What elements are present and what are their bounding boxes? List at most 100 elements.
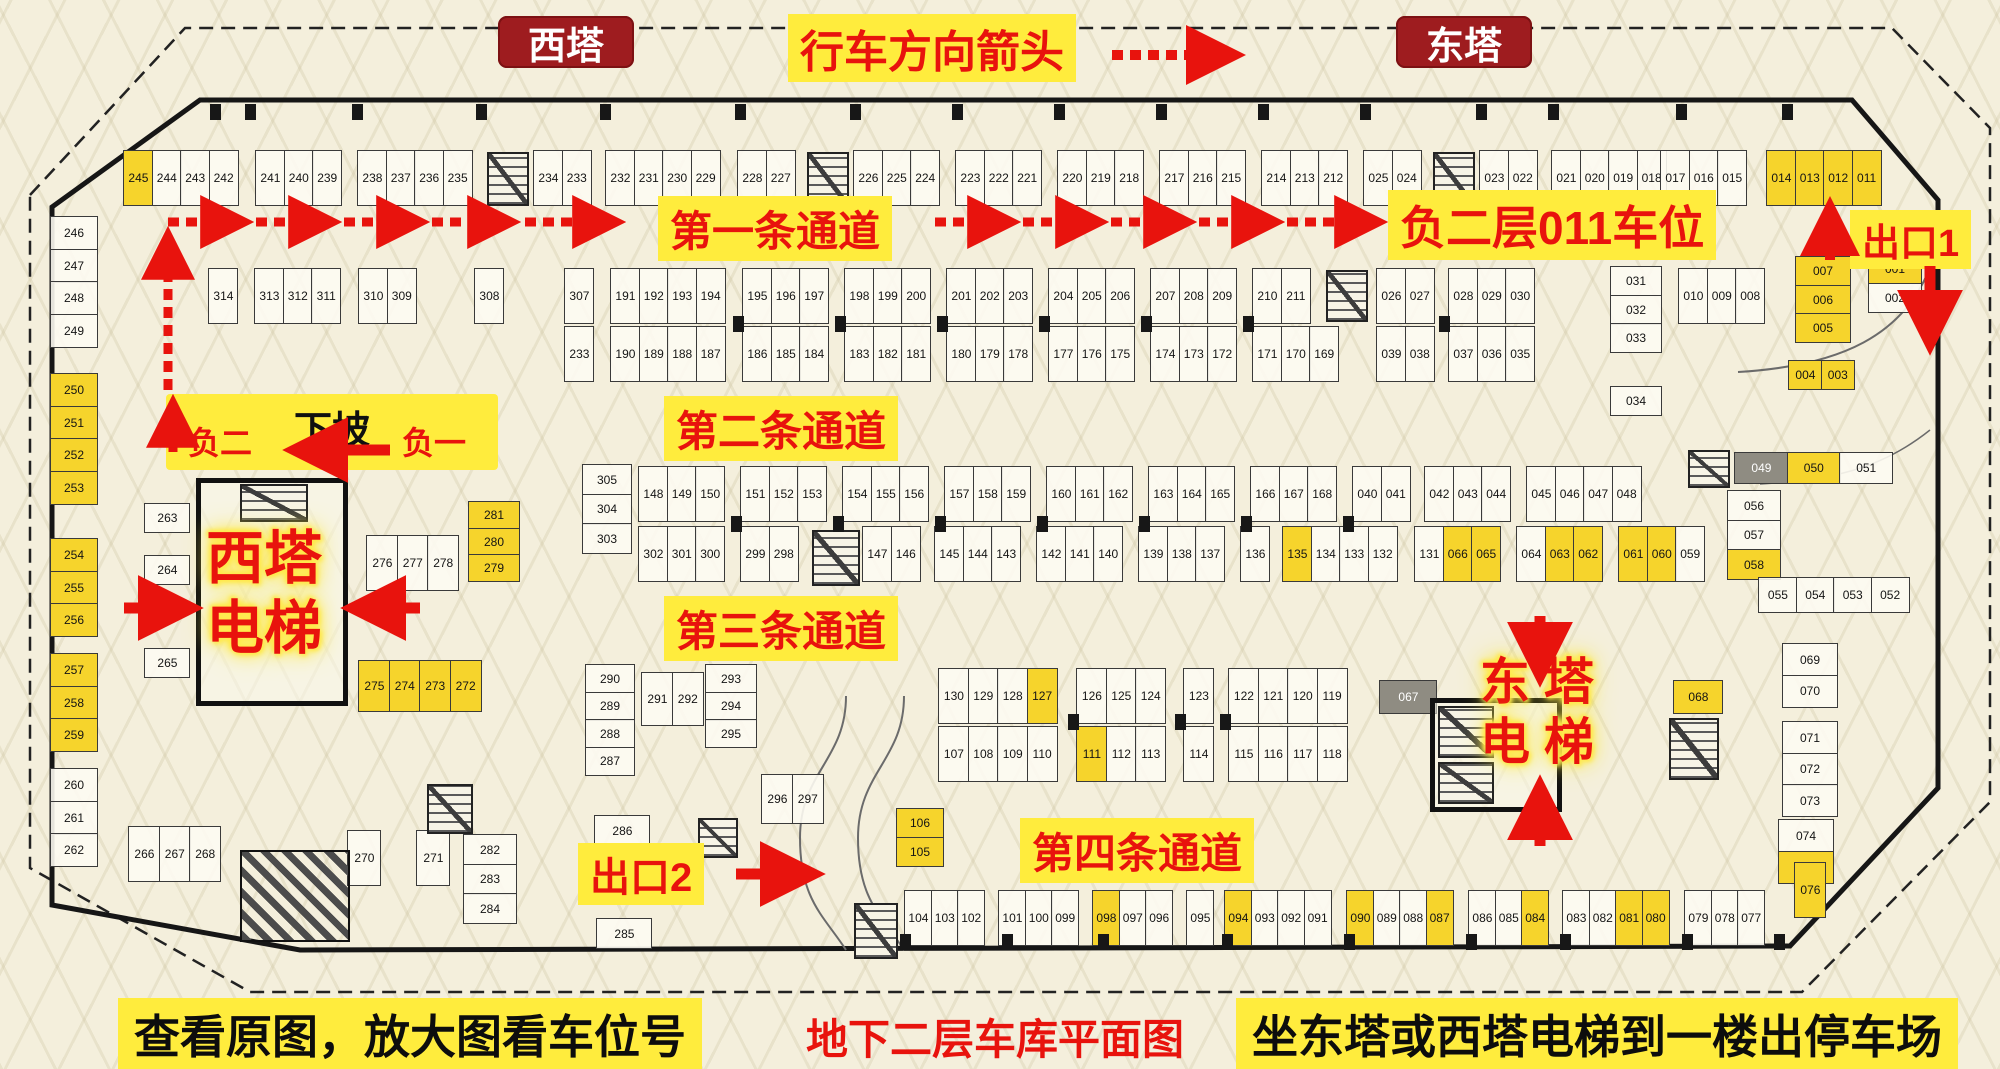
parking-spot-142: 142: [1036, 526, 1067, 582]
parking-spot-302: 302: [638, 526, 669, 582]
parking-spot-089: 089: [1372, 890, 1401, 946]
parking-spot-111: 111: [1076, 726, 1108, 782]
parking-spot-group: 308: [474, 268, 505, 324]
pillar: [1039, 316, 1050, 332]
parking-spot-group: 034: [1610, 386, 1662, 417]
driving-direction-legend-label: 行车方向箭头: [800, 28, 1064, 77]
parking-spot-150: 150: [695, 466, 726, 522]
parking-spot-146: 146: [890, 526, 921, 582]
parking-spot-032: 032: [1610, 294, 1662, 325]
aisle-4-label: 第四条通道: [1020, 818, 1255, 883]
elevator-icon: [1326, 270, 1368, 322]
parking-spot-084: 084: [1521, 890, 1550, 946]
parking-spot-205: 205: [1076, 268, 1107, 324]
parking-spot-070: 070: [1782, 674, 1838, 708]
parking-spot-292: 292: [671, 672, 704, 726]
footer-note-left: 查看原图，放大图看车位号: [118, 998, 702, 1069]
parking-spot-010: 010: [1678, 268, 1709, 324]
parking-spot-173: 173: [1178, 326, 1209, 382]
parking-spot-030: 030: [1505, 268, 1536, 324]
parking-spot-281: 281: [468, 501, 520, 530]
parking-spot-082: 082: [1588, 890, 1617, 946]
parking-spot-304: 304: [582, 493, 632, 525]
parking-spot-285: 285: [596, 918, 653, 949]
pillar: [952, 104, 963, 120]
parking-spot-314: 314: [208, 268, 239, 324]
aisle-3-label: 第三条通道: [664, 596, 899, 661]
parking-spot-200: 200: [901, 268, 932, 324]
parking-spot-201: 201: [946, 268, 977, 324]
parking-spot-102: 102: [957, 890, 986, 946]
parking-spot-296: 296: [761, 774, 794, 824]
parking-spot-191: 191: [610, 268, 641, 324]
parking-spot-214: 214: [1261, 150, 1292, 206]
parking-spot-123: 123: [1183, 668, 1215, 724]
west-tower-badge-label: 西塔: [527, 25, 604, 68]
parking-spot-298: 298: [768, 526, 799, 582]
parking-spot-271: 271: [416, 830, 451, 886]
parking-spot-037: 037: [1448, 326, 1479, 382]
pillar: [1774, 934, 1785, 950]
parking-spot-243: 243: [180, 150, 211, 206]
parking-spot-066: 066: [1442, 526, 1473, 582]
parking-spot-232: 232: [605, 150, 636, 206]
parking-spot-064: 064: [1516, 526, 1547, 582]
parking-spot-219: 219: [1085, 150, 1116, 206]
parking-spot-156: 156: [899, 466, 930, 522]
parking-spot-128: 128: [997, 668, 1029, 724]
parking-spot-294: 294: [705, 691, 757, 721]
elevator-icon: [812, 530, 860, 586]
parking-spot-116: 116: [1257, 726, 1289, 782]
parking-spot-132: 132: [1367, 526, 1398, 582]
parking-spot-261: 261: [50, 800, 98, 835]
parking-spot-189: 189: [638, 326, 669, 382]
east-elevator-label: 东 塔电 梯: [1480, 654, 1594, 770]
parking-spot-184: 184: [799, 326, 830, 382]
parking-spot-270: 270: [347, 830, 382, 886]
parking-spot-097: 097: [1118, 890, 1147, 946]
pillar: [935, 516, 946, 532]
pillar: [1439, 316, 1450, 332]
pillar: [1098, 934, 1109, 950]
hatched-area: [240, 850, 350, 942]
parking-spot-043: 043: [1452, 466, 1483, 522]
parking-spot-group: 123: [1183, 668, 1215, 724]
parking-spot-109: 109: [997, 726, 1029, 782]
parking-spot-289: 289: [585, 691, 635, 721]
elevator-icon: [1669, 718, 1719, 780]
parking-spot-194: 194: [695, 268, 726, 324]
footer-plan-title-label: 地下二层车库平面图: [806, 1016, 1185, 1063]
parking-spot-157: 157: [944, 466, 975, 522]
parking-spot-087: 087: [1425, 890, 1454, 946]
parking-spot-166: 166: [1250, 466, 1281, 522]
parking-spot-204: 204: [1048, 268, 1079, 324]
parking-spot-181: 181: [901, 326, 932, 382]
parking-spot-274: 274: [388, 660, 421, 712]
parking-spot-293: 293: [705, 664, 757, 694]
parking-spot-029: 029: [1476, 268, 1507, 324]
parking-spot-133: 133: [1339, 526, 1370, 582]
parking-spot-206: 206: [1105, 268, 1136, 324]
parking-spot-114: 114: [1183, 726, 1215, 782]
